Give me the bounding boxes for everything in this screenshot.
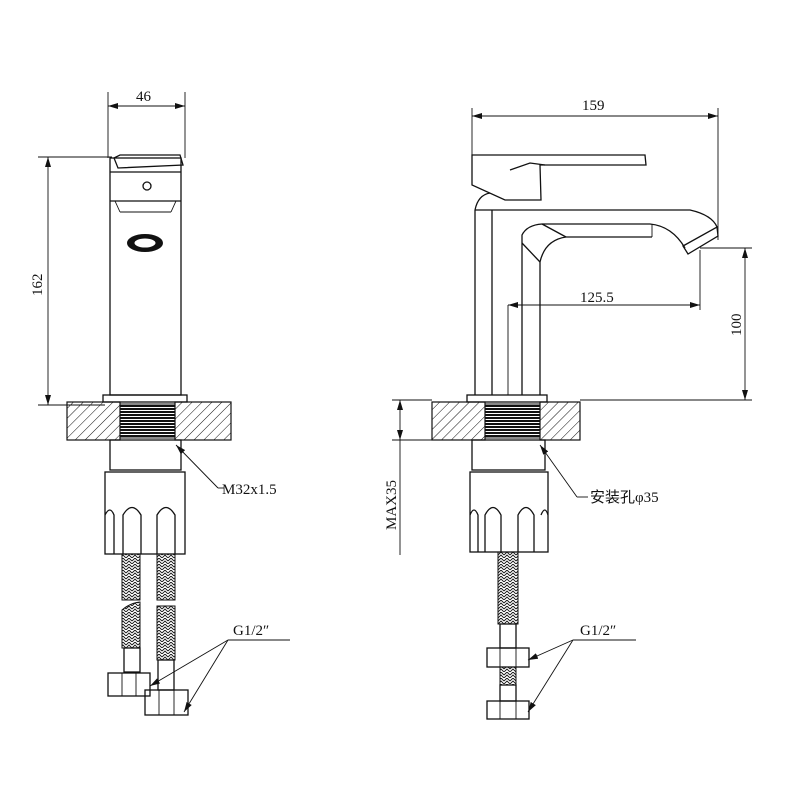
hole-callout: 安装孔φ35 — [539, 444, 659, 506]
spout-height-dim-label: 100 — [729, 314, 745, 337]
deck-section-front — [66, 401, 232, 441]
hole-label: 安装孔φ35 — [590, 489, 659, 506]
width-dim-label: 46 — [136, 89, 152, 105]
hose-thread-callout-front: G1/2″ — [149, 623, 290, 713]
deck-section-side — [431, 401, 581, 441]
hoses-front — [107, 553, 189, 716]
mounting-nut-side — [469, 439, 549, 553]
mounting-nut-front — [104, 439, 186, 555]
deck-thickness-label: MAX35 — [384, 480, 400, 530]
height-dim-label: 162 — [30, 274, 46, 297]
reach-dimension-125-5: 125.5 — [507, 250, 701, 395]
faucet-body-front — [102, 154, 188, 403]
deck-thickness-dimension: MAX35 — [384, 399, 432, 555]
faucet-body-side — [466, 154, 719, 403]
height-dimension-162: 162 — [30, 156, 112, 406]
hose-side — [486, 551, 530, 720]
side-view: 159 125.5 100 — [384, 98, 752, 720]
front-view: 46 162 — [30, 89, 290, 716]
hose-thread-label: G1/2″ — [233, 623, 269, 639]
width-dimension-46: 46 — [107, 89, 186, 158]
spout-height-dimension-100: 100 — [580, 247, 752, 401]
length-dim-label: 159 — [582, 98, 605, 114]
thread-callout-front: M32x1.5 — [175, 444, 277, 498]
length-dimension-159: 159 — [471, 98, 719, 240]
reach-dim-label: 125.5 — [580, 290, 614, 306]
thread-label: M32x1.5 — [222, 482, 277, 498]
hose-thread-label-side: G1/2″ — [580, 623, 616, 639]
hose-thread-callout-side: G1/2″ — [527, 623, 636, 713]
